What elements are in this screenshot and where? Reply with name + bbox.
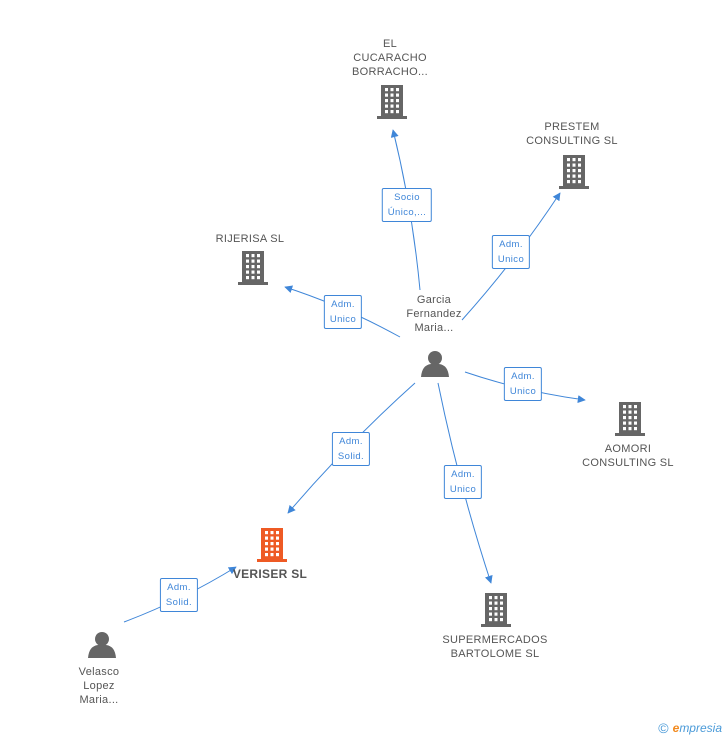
velasco-person-icon[interactable] [88, 632, 116, 658]
edge-label-garcia-to-rijerisa[interactable]: Adm. Unico [323, 295, 363, 329]
node-label-supermercados[interactable]: SUPERMERCADOS BARTOLOME SL [442, 634, 548, 660]
garcia-person-icon[interactable] [421, 351, 449, 377]
aomori-building-icon[interactable] [615, 402, 645, 436]
node-label-rijerisa[interactable]: RIJERISA SL [215, 233, 285, 245]
node-label-velasco[interactable]: Velasco Lopez Maria... [78, 666, 120, 706]
footer-brand: © empresia [658, 720, 722, 736]
el_cucaracho-building-icon[interactable] [377, 85, 407, 119]
node-label-garcia[interactable]: Garcia Fernandez Maria... [406, 294, 462, 334]
node-label-veriser[interactable]: VERISER SL [232, 567, 308, 581]
brand-logo: empresia [672, 721, 722, 735]
node-label-el_cucaracho[interactable]: EL CUCARACHO BORRACHO... [351, 38, 429, 78]
edge-label-garcia-to-supermercados[interactable]: Adm. Unico [443, 465, 483, 499]
node-label-aomori[interactable]: AOMORI CONSULTING SL [582, 443, 674, 469]
rijerisa-building-icon[interactable] [238, 251, 268, 285]
copyright-icon: © [658, 720, 669, 736]
edge-label-velasco-to-veriser[interactable]: Adm. Solid. [159, 578, 199, 612]
edge-label-garcia-to-el_cucaracho[interactable]: Socio Único,... [381, 188, 433, 222]
supermercados-building-icon[interactable] [481, 593, 511, 627]
edge-label-garcia-to-prestem[interactable]: Adm. Unico [491, 235, 531, 269]
veriser-building-icon[interactable] [257, 528, 287, 562]
prestem-building-icon[interactable] [559, 155, 589, 189]
node-label-prestem[interactable]: PRESTEM CONSULTING SL [526, 121, 618, 147]
edge-label-garcia-to-aomori[interactable]: Adm. Unico [503, 367, 543, 401]
edge-label-garcia-to-veriser[interactable]: Adm. Solid. [331, 432, 371, 466]
